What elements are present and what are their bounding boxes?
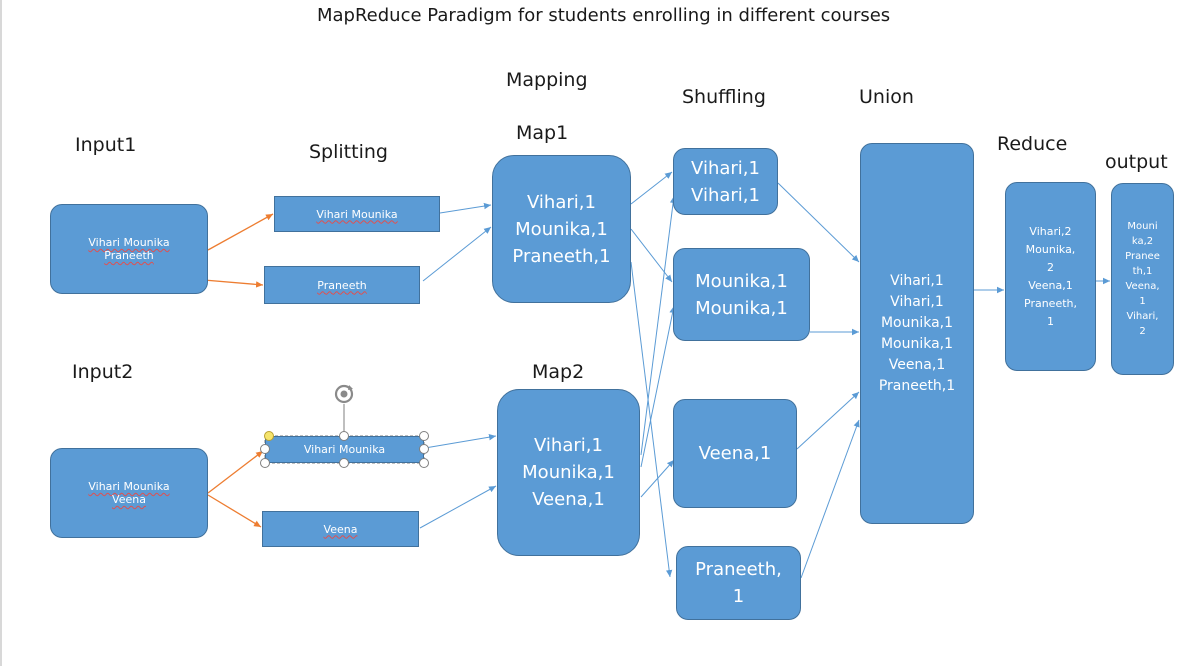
map1-box[interactable]: Vihari,1 Mounika,1 Praneeth,1 [492, 155, 631, 303]
split1b-box[interactable]: Praneeth [264, 266, 420, 304]
label-output: output [1105, 151, 1168, 173]
arrow-split2a-map2 [424, 434, 497, 449]
arrow-map2-shuffle-veena [640, 459, 675, 498]
split1a-box[interactable]: Vihari Mounika [274, 196, 440, 232]
label-mapping: Mapping [506, 69, 588, 91]
input2-line2: Veena [112, 493, 146, 506]
label-map2: Map2 [532, 361, 585, 383]
map2-box[interactable]: Vihari,1 Mounika,1 Veena,1 [497, 389, 640, 556]
split1a-text: Vihari Mounika [316, 207, 398, 221]
arrow-input2-split2a [207, 450, 264, 494]
arrow-map2-shuffle-vihari [640, 195, 677, 456]
shuffle-veena-box[interactable]: Veena,1 [673, 399, 797, 508]
rotate-icon[interactable] [332, 382, 356, 406]
selection-handle-bottom-right[interactable] [419, 458, 429, 468]
shuffle-vihari-box[interactable]: Vihari,1 Vihari,1 [673, 148, 778, 215]
arrow-map2-shuffle-mounika [640, 305, 676, 468]
label-map1: Map1 [516, 122, 569, 144]
input1-line2: Praneeth [104, 249, 154, 262]
selection-handle-middle-left[interactable] [260, 444, 270, 454]
split2b-box[interactable]: Veena [262, 511, 419, 547]
label-shuffling: Shuffling [682, 86, 766, 108]
split1b-text: Praneeth [317, 278, 367, 292]
input2-box[interactable]: Vihari Mounika Veena [50, 448, 208, 538]
selection-handle-top-right[interactable] [419, 431, 429, 441]
selection-adjust-handle[interactable] [264, 431, 274, 441]
input2-line1: Vihari Mounika [88, 480, 170, 493]
label-input2: Input2 [72, 361, 134, 383]
arrow-shuffle-praneeth-union [800, 419, 860, 579]
input1-box[interactable]: Vihari Mounika Praneeth [50, 204, 208, 294]
shuffle-praneeth-box[interactable]: Praneeth, 1 [676, 546, 801, 620]
label-union: Union [859, 86, 914, 108]
arrow-input1-split1a [207, 213, 274, 251]
arrow-shuffle-vihari-union [777, 182, 860, 263]
arrow-split1b-map1 [422, 226, 492, 282]
shuffle-mounika-box[interactable]: Mounika,1 Mounika,1 [673, 248, 810, 341]
input1-line1: Vihari Mounika [88, 236, 170, 249]
reduce-box[interactable]: Vihari,2 Mounika, 2 Veena,1 Praneeth, 1 [1005, 182, 1096, 371]
canvas-left-edge [0, 0, 2, 666]
label-reduce: Reduce [997, 133, 1068, 155]
diagram-title: MapReduce Paradigm for students enrollin… [317, 5, 891, 26]
arrow-split2b-map2 [419, 485, 497, 529]
selection-handle-bottom-center[interactable] [339, 458, 349, 468]
selection-handle-middle-right[interactable] [419, 444, 429, 454]
output-box[interactable]: Mouni ka,2 Pranee th,1 Veena, 1 Vihari, … [1111, 183, 1174, 375]
arrow-map1-shuffle-vihari [630, 171, 673, 205]
split2a-text: Vihari Mounika [303, 443, 386, 456]
arrow-input2-split2b [207, 494, 262, 528]
selection-handle-bottom-left[interactable] [260, 458, 270, 468]
label-splitting: Splitting [309, 141, 388, 163]
split2b-text: Veena [323, 522, 358, 536]
arrow-split1a-map1 [439, 202, 492, 214]
selection-handle-top-center[interactable] [339, 431, 349, 441]
label-input1: Input1 [75, 134, 137, 156]
union-box[interactable]: Vihari,1 Vihari,1 Mounika,1 Mounika,1 Ve… [860, 143, 974, 524]
arrow-shuffle-veena-union [796, 391, 860, 450]
arrow-map1-shuffle-mounika [630, 228, 673, 283]
